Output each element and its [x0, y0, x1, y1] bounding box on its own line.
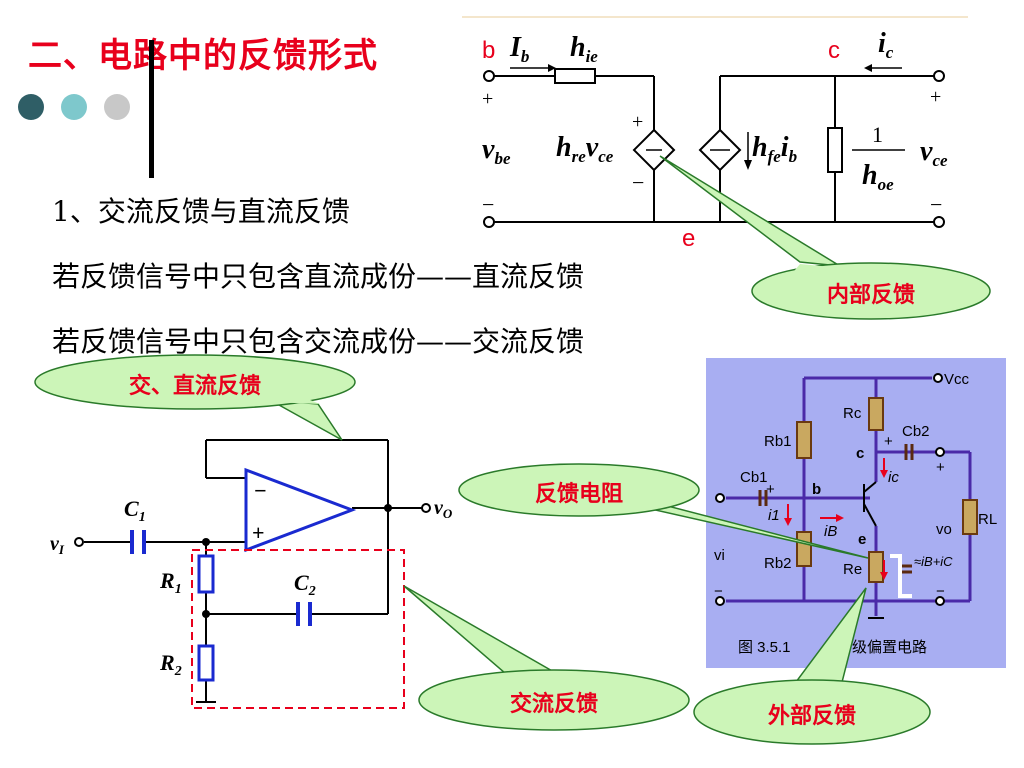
i1-label: i1 [768, 507, 780, 524]
hre-vce-label: hrevce [556, 132, 614, 166]
ie-label: ≈iB+iC [914, 554, 953, 569]
input-minus: − [482, 192, 494, 217]
callout-feedback-resistor [458, 463, 869, 559]
bullet-dot-2 [61, 94, 87, 120]
rb1-label: Rb1 [764, 433, 792, 450]
source-plus: + [632, 111, 643, 133]
callout-ac-dc-feedback [34, 354, 356, 441]
page-title: 二、电路中的反馈形式 [28, 36, 378, 76]
vce-label: vce [920, 136, 948, 170]
cb1-label: Cb1 [740, 469, 768, 486]
source-minus: − [632, 170, 644, 195]
external-feedback-label: 外部反馈 [767, 704, 856, 729]
vbe-label: vbe [482, 134, 511, 168]
ic-label: ic [878, 28, 894, 62]
opamp-circuit: − + C1 C2 R1 R2 vI vO [50, 439, 453, 709]
hfe-ib-label: hfeib [752, 132, 797, 166]
output-minus: − [930, 192, 942, 217]
base-label: b [812, 481, 821, 498]
hoe-numerator: 1 [872, 122, 883, 147]
internal-feedback-label: 内部反馈 [826, 283, 915, 308]
title-divider-bar [149, 40, 154, 178]
feedback-resistor-label: 反馈电阻 [534, 482, 623, 507]
rl-label: RL [978, 511, 997, 528]
r2-label: R2 [159, 650, 182, 679]
hie-label: hie [570, 32, 598, 66]
figure-caption: 级偏置电路 [852, 639, 927, 656]
ac-feedback-label: 交流反馈 [509, 692, 598, 717]
vi-minus: − [714, 583, 723, 600]
vo-label: vo [936, 521, 952, 538]
c1-label: C1 [124, 496, 146, 525]
output-plus: + [930, 86, 941, 108]
node-e-label: e [682, 225, 695, 252]
ib-label: Ib [509, 32, 529, 66]
re-label: Re [843, 561, 862, 578]
vi-label: vi [714, 547, 725, 564]
callout-external-feedback [693, 587, 931, 745]
bullet-dot-3 [104, 94, 130, 120]
ib-current-label: iB [824, 523, 837, 540]
cb2-label: Cb2 [902, 423, 930, 440]
node-c-label: c [828, 37, 840, 64]
vo-output-label: vO [434, 497, 453, 521]
r1-label: R1 [159, 568, 182, 597]
opamp-plus: + [252, 520, 265, 545]
ic-current-label: ic [888, 469, 899, 486]
callout-ac-feedback [403, 585, 690, 731]
dc-feedback-definition: 若反馈信号中只包含直流成份——直流反馈 [52, 260, 585, 293]
section-heading: 1、交流反馈与直流反馈 [52, 195, 350, 228]
collector-label: c [856, 445, 864, 462]
vo-plus: + [936, 459, 945, 476]
ac-feedback-definition: 若反馈信号中只包含交流成份——交流反馈 [52, 325, 585, 358]
input-plus: + [482, 88, 493, 110]
vi-input-label: vI [50, 533, 65, 557]
bullet-dot-1 [18, 94, 44, 120]
figure-number: 图 3.5.1 [738, 639, 791, 656]
ac-dc-feedback-label: 交、直流反馈 [128, 374, 261, 399]
cb2-plus: + [884, 433, 893, 450]
emitter-label: e [858, 531, 866, 548]
vcc-label: Vcc [944, 371, 970, 388]
c2-label: C2 [294, 570, 316, 599]
vo-minus: − [936, 583, 945, 600]
h-parameter-circuit: b c e + + − − + − Ib hie ic vbe hrevce h… [462, 16, 968, 252]
callout-internal-feedback [659, 155, 991, 320]
node-b-label: b [482, 37, 495, 64]
opamp-minus: − [254, 478, 267, 503]
rb2-label: Rb2 [764, 555, 792, 572]
cb1-plus: + [766, 481, 775, 498]
rc-label: Rc [843, 405, 862, 422]
hoe-label: hoe [862, 160, 894, 194]
